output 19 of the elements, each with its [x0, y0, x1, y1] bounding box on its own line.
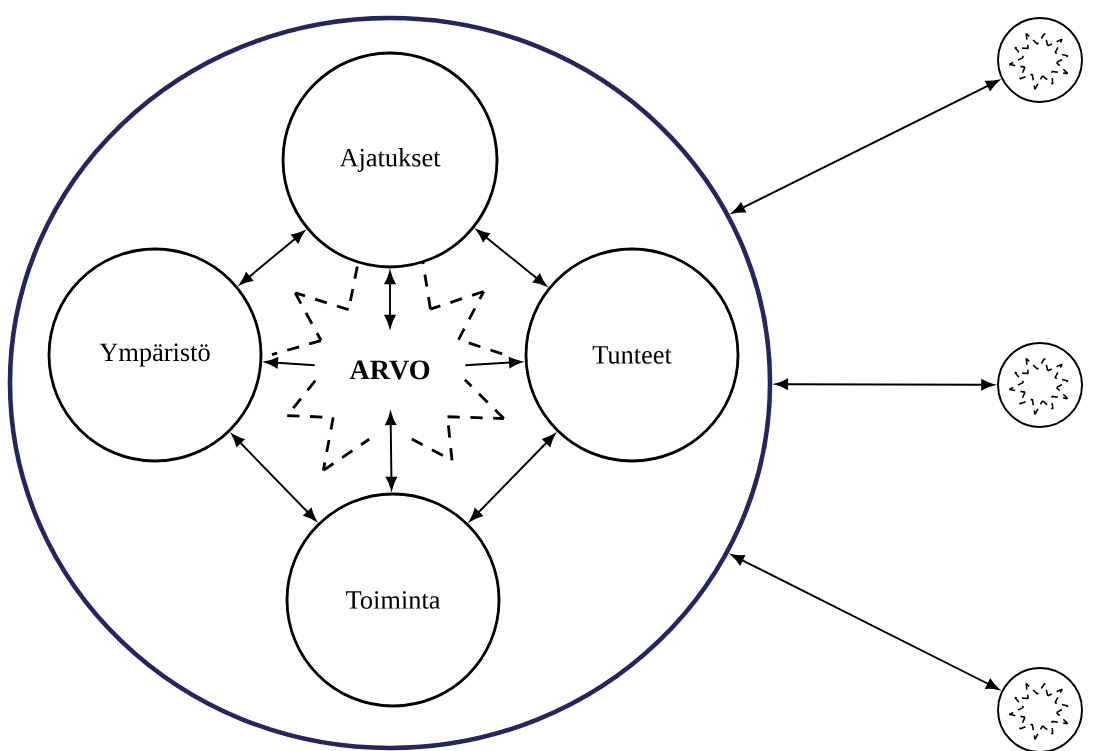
arrow: [384, 271, 396, 328]
arrow: [239, 230, 305, 285]
arrow: [265, 357, 316, 369]
arrow: [731, 554, 1000, 690]
arrow: [464, 357, 522, 368]
circle-node: Ympäristö: [47, 247, 263, 463]
burst-circle: [997, 17, 1083, 103]
arrow: [469, 433, 556, 522]
outer-circle: [7, 15, 773, 751]
circle-node: Tunteet: [524, 247, 740, 463]
burst-circle: [997, 342, 1083, 428]
arrow: [231, 433, 317, 522]
center-label: ARVO: [349, 360, 430, 380]
circle-node: Ajatukset: [281, 51, 499, 269]
arrow: [775, 378, 995, 391]
arrow: [476, 229, 547, 287]
arrow: [732, 79, 1000, 214]
burst-circle: [997, 667, 1083, 751]
circle-node: Toiminta: [285, 492, 501, 708]
